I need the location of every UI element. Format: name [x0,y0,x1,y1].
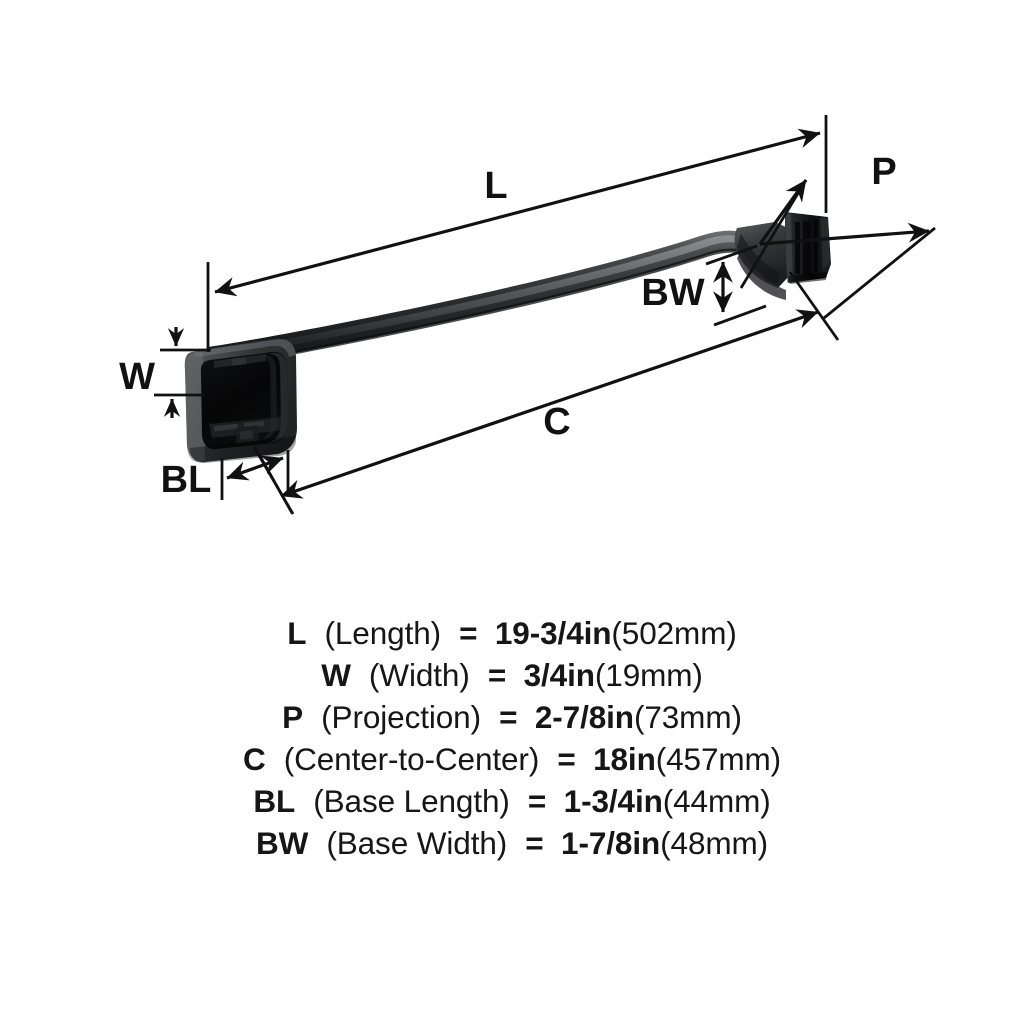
technical-drawing: L P BW W C BL [119,115,936,515]
right-bracket-neck [734,222,790,300]
spec-imperial: 18in [593,741,656,777]
p-dimension-arrow-lower [759,222,930,246]
spec-name: (Length) [324,615,442,651]
spec-code: BL [253,783,296,819]
spec-equals: = [525,825,544,861]
label-P: P [871,151,896,193]
spec-code: P [282,699,304,735]
spec-metric: (457mm) [655,741,782,777]
spec-equals: = [459,615,478,651]
spec-row: W (Width) = 3/4in(19mm) [321,654,703,696]
spec-row: BW (Base Width) = 1-7/8in(48mm) [256,822,768,864]
spec-equals: = [499,699,518,735]
label-W: W [119,356,155,398]
spec-code: L [287,615,307,651]
spec-name: (Base Length) [313,783,510,819]
spec-metric: (44mm) [662,783,771,819]
spec-name: (Projection) [321,699,481,735]
spec-row: BL (Base Length) = 1-3/4in(44mm) [253,780,770,822]
label-C: C [543,401,570,443]
label-BL: BL [161,459,212,501]
l-dimension-arrow [214,128,821,297]
spec-imperial: 1-3/4in [563,783,663,819]
bl-leader [252,446,295,515]
specification-list: L (Length) = 19-3/4in(502mm) W (Width) =… [0,612,1024,864]
spec-code: C [242,741,266,777]
spec-equals: = [557,741,576,777]
spec-equals: = [487,657,507,693]
c-extension-right [788,271,840,341]
spec-row: P (Projection) = 2-7/8in(73mm) [282,696,742,738]
spec-imperial: 2-7/8in [534,699,634,735]
spec-equals: = [527,783,547,819]
spec-name: (Base Width) [326,825,508,861]
label-L: L [484,165,507,207]
spec-metric: (73mm) [633,699,742,735]
towel-bar-illustration [184,212,831,464]
spec-imperial: 1-7/8in [561,825,661,861]
c-dimension-arrow [280,309,819,499]
spec-code: BW [255,825,309,861]
bl-dimension-arrow [226,455,284,481]
label-BW: BW [641,272,704,314]
spec-row: L (Length) = 19-3/4in(502mm) [287,612,737,654]
spec-metric: (19mm) [594,657,703,693]
dimension-annotations [154,115,936,515]
bw-tick-upper [705,244,758,266]
dimension-letters: L P BW W C BL [119,151,897,501]
spec-name: (Center-to-Center) [283,741,540,777]
spec-imperial: 3/4in [523,657,595,693]
left-mounting-post [184,338,297,464]
p-reference-upper [739,179,808,289]
bw-tick-lower [713,304,767,327]
p-reference-lower [823,226,936,320]
spec-row: C (Center-to-Center) = 18in(457mm) [243,738,781,780]
spec-metric: (48mm) [660,825,769,861]
spec-name: (Width) [368,657,470,693]
spec-metric: (502mm) [611,615,737,651]
spec-code: W [321,657,351,693]
spec-imperial: 19-3/4in [494,615,612,651]
